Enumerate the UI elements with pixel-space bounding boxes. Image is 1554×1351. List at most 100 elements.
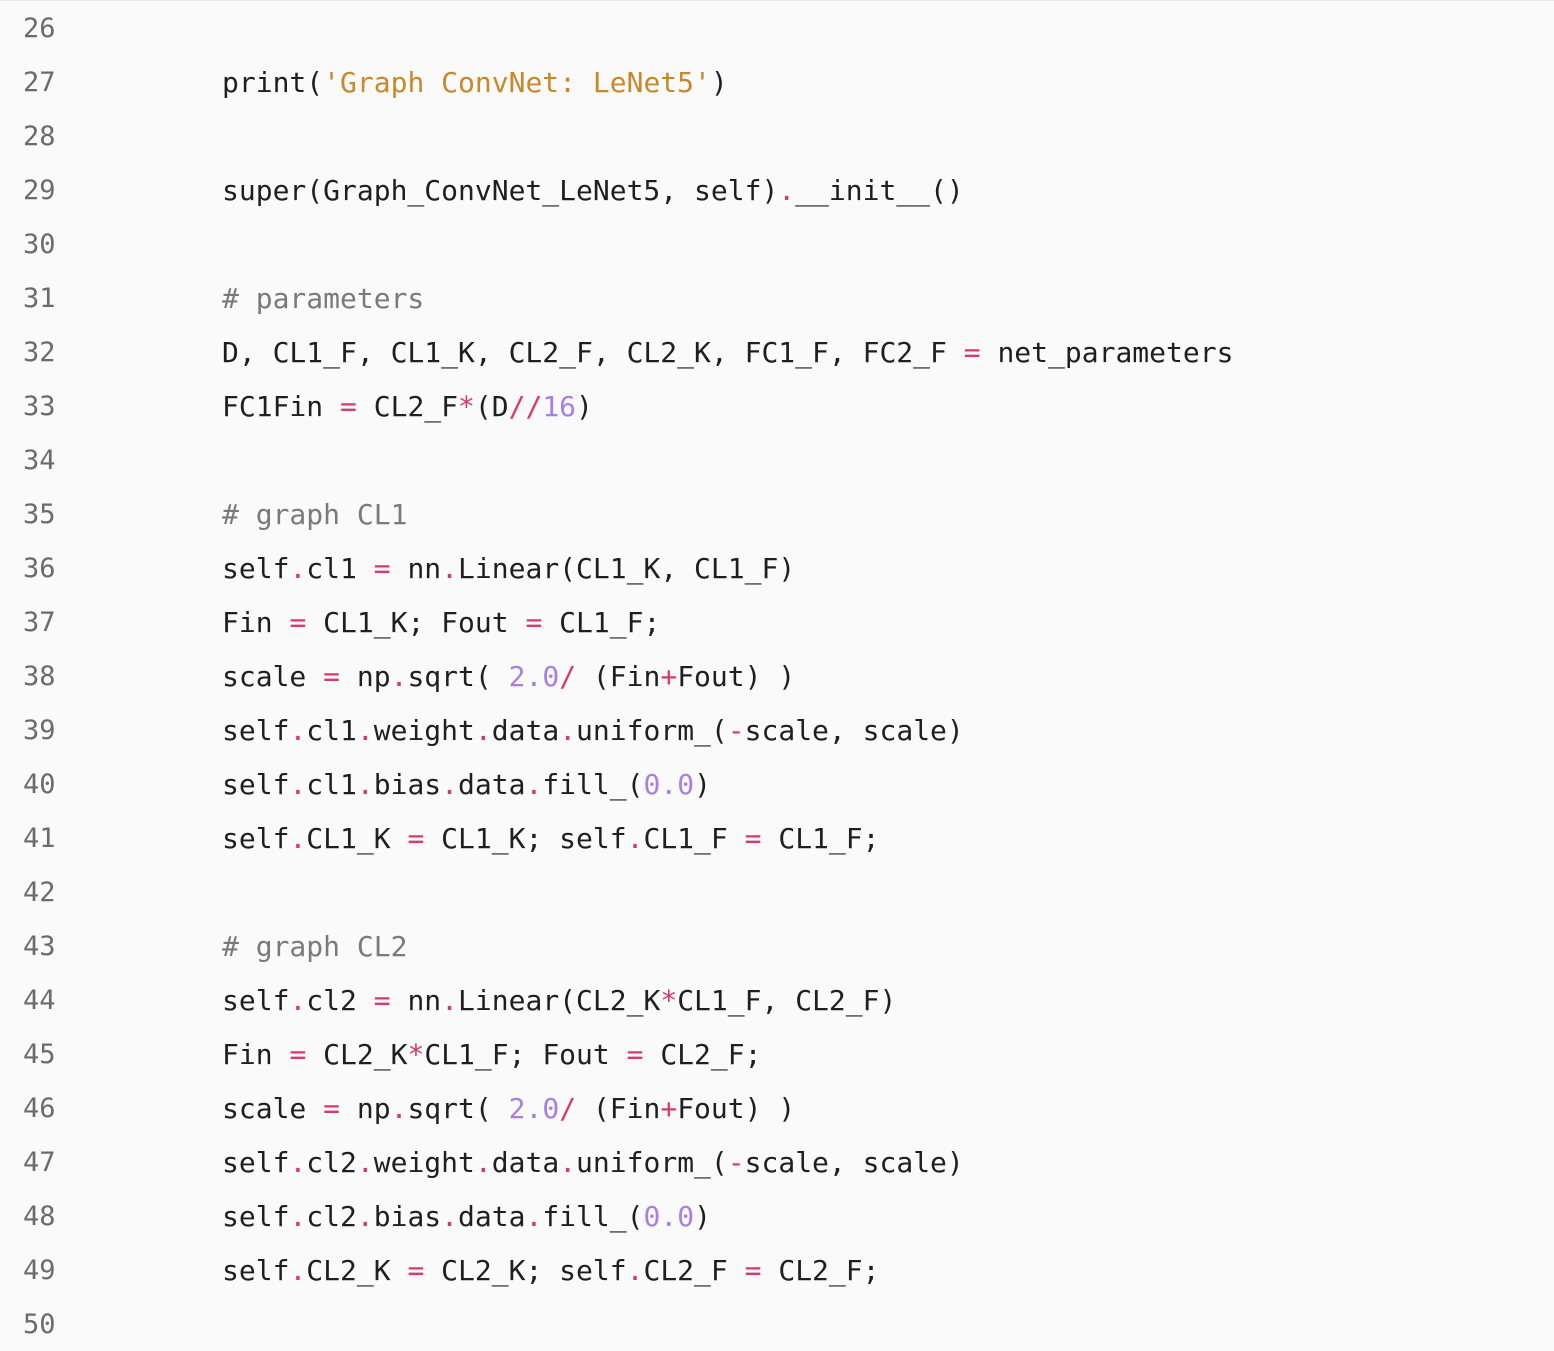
line-number: 28 — [23, 120, 56, 152]
code-token: data — [491, 1145, 560, 1179]
code-text[interactable]: print('Graph ConvNet: LeNet5') — [222, 66, 728, 99]
code-line[interactable]: 45 Fin = CL2_K*CL1_F; Fout = CL2_F; — [0, 1027, 1554, 1081]
code-line[interactable]: 28 — [0, 109, 1554, 163]
code-token: scale, scale) — [744, 1145, 964, 1179]
code-text[interactable]: super(Graph_ConvNet_LeNet5, self).__init… — [222, 174, 964, 207]
code-line[interactable]: 35# graph CL1 — [0, 487, 1554, 541]
code-token: CL1_K; self — [424, 821, 627, 855]
operator-token: * — [458, 389, 475, 423]
code-token: super(Graph_ConvNet_LeNet5, self) — [222, 173, 779, 207]
code-text[interactable]: self.cl2.bias.data.fill_(0.0) — [222, 1200, 711, 1233]
code-text[interactable]: self.cl2 = nn.Linear(CL2_K*CL1_F, CL2_F) — [222, 984, 896, 1017]
code-token: __init__() — [795, 173, 964, 207]
code-token: (Fin — [576, 1091, 661, 1125]
code-text[interactable]: self.CL1_K = CL1_K; self.CL1_F = CL1_F; — [222, 822, 880, 855]
code-text[interactable]: self.cl2.weight.data.uniform_(-scale, sc… — [222, 1146, 964, 1179]
line-number: 42 — [23, 876, 56, 908]
operator-token: = — [525, 605, 543, 639]
operator-token: / — [559, 1091, 577, 1125]
code-text[interactable]: # parameters — [222, 282, 424, 315]
operator-token: . — [525, 767, 543, 801]
number-token: 0.0 — [643, 767, 695, 801]
code-token: Fin — [222, 605, 290, 639]
code-token: cl1 — [306, 767, 357, 801]
code-token: (D — [474, 389, 509, 423]
line-number: 34 — [23, 444, 56, 476]
code-token: D, CL1_F, CL1_K, CL2_F, CL2_K, FC1_F, FC… — [222, 335, 964, 369]
code-token: data — [458, 1199, 526, 1233]
code-text[interactable]: D, CL1_F, CL1_K, CL2_F, CL2_K, FC1_F, FC… — [222, 336, 1233, 369]
operator-token: . — [289, 713, 307, 747]
code-token: Linear(CL2_K — [458, 983, 661, 1017]
line-number: 44 — [23, 984, 56, 1016]
code-token: CL2_F; — [643, 1037, 762, 1071]
code-text[interactable]: self.cl1.bias.data.fill_(0.0) — [222, 768, 711, 801]
code-line[interactable]: 36 self.cl1 = nn.Linear(CL1_K, CL1_F) — [0, 541, 1554, 595]
operator-token: . — [356, 1145, 374, 1179]
code-text[interactable]: Fin = CL2_K*CL1_F; Fout = CL2_F; — [222, 1038, 761, 1071]
code-token: CL2_K — [306, 1037, 408, 1071]
code-line[interactable]: 50 — [0, 1297, 1554, 1351]
code-text[interactable]: self.cl1 = nn.Linear(CL1_K, CL1_F) — [222, 552, 795, 585]
operator-token: = — [323, 1091, 341, 1125]
code-token: scale — [222, 1091, 324, 1125]
operator-token: = — [407, 821, 425, 855]
code-line[interactable]: 27 print('Graph ConvNet: LeNet5') — [0, 55, 1554, 109]
line-number: 45 — [23, 1038, 56, 1070]
code-line[interactable]: 30 — [0, 217, 1554, 271]
operator-token: . — [626, 1253, 644, 1287]
line-number: 30 — [23, 228, 56, 260]
code-text[interactable]: self.CL2_K = CL2_K; self.CL2_F = CL2_F; — [222, 1254, 880, 1287]
operator-token: . — [626, 821, 644, 855]
code-token: CL1_F — [643, 821, 745, 855]
operator-token: . — [390, 659, 408, 693]
operator-token: . — [525, 1199, 543, 1233]
code-text[interactable]: # graph CL2 — [222, 930, 407, 963]
code-line[interactable]: 42 — [0, 865, 1554, 919]
code-token: self — [222, 983, 290, 1017]
code-token: print( — [222, 65, 324, 99]
operator-token: = — [373, 551, 391, 585]
code-line[interactable]: 26 — [0, 1, 1554, 55]
code-line[interactable]: 34 — [0, 433, 1554, 487]
code-token: self — [222, 551, 290, 585]
line-number: 36 — [23, 552, 56, 584]
code-line[interactable]: 31# parameters — [0, 271, 1554, 325]
line-number: 49 — [23, 1254, 56, 1286]
code-line[interactable]: 43 # graph CL2 — [0, 919, 1554, 973]
code-line[interactable]: 44 self.cl2 = nn.Linear(CL2_K*CL1_F, CL2_… — [0, 973, 1554, 1027]
line-number: 48 — [23, 1200, 56, 1232]
code-token: bias — [373, 1199, 442, 1233]
code-text[interactable]: FC1Fin = CL2_F*(D//16) — [222, 390, 593, 423]
code-token: bias — [373, 767, 442, 801]
code-text[interactable]: self.cl1.weight.data.uniform_(-scale, sc… — [222, 714, 964, 747]
operator-token: = — [373, 983, 391, 1017]
code-token: cl1 — [306, 551, 374, 585]
code-token: nn — [390, 983, 442, 1017]
operator-token: . — [441, 767, 459, 801]
code-text[interactable]: Fin = CL1_K; Fout = CL1_F; — [222, 606, 660, 639]
code-token: self — [222, 1199, 290, 1233]
code-line[interactable]: 49 self.CL2_K = CL2_K; self.CL2_F = CL2_F… — [0, 1243, 1554, 1297]
line-number: 43 — [23, 930, 56, 962]
code-text[interactable]: scale = np.sqrt( 2.0/ (Fin+Fout) ) — [222, 1092, 795, 1125]
code-text[interactable]: # graph CL1 — [222, 498, 407, 531]
number-token: 0.0 — [643, 1199, 695, 1233]
code-token: self — [222, 713, 290, 747]
code-text[interactable]: scale = np.sqrt( 2.0/ (Fin+Fout) ) — [222, 660, 795, 693]
code-token: cl2 — [306, 1145, 357, 1179]
line-number: 27 — [23, 66, 56, 98]
code-token: Fout) ) — [677, 659, 796, 693]
